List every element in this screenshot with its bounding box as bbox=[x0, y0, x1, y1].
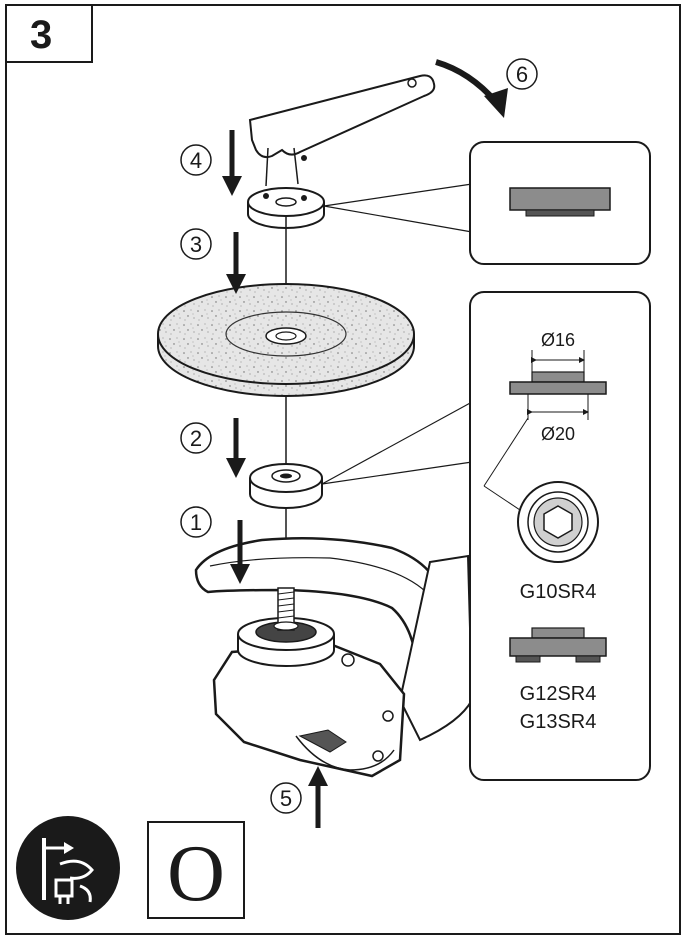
grinder-body bbox=[194, 536, 474, 778]
arrow-step-3 bbox=[226, 232, 246, 294]
arrow-step-5 bbox=[308, 766, 328, 828]
unplug-before-service-icon bbox=[16, 816, 120, 920]
leader-line-washer bbox=[321, 401, 473, 485]
svg-text:4: 4 bbox=[190, 148, 202, 173]
arrow-step-1 bbox=[230, 520, 250, 584]
step-label-4: 4 bbox=[180, 144, 212, 176]
step-label-5: 5 bbox=[270, 782, 302, 814]
rotate-arrowhead-6 bbox=[484, 88, 508, 118]
dimension-outer-diameter: Ø20 bbox=[541, 424, 575, 444]
svg-text:2: 2 bbox=[190, 426, 202, 451]
spanner-wrench bbox=[248, 74, 436, 187]
locknut-detail-box bbox=[469, 141, 651, 265]
dimension-inner-diameter: Ø16 bbox=[541, 330, 575, 350]
leader-line-washer-2 bbox=[321, 461, 473, 485]
svg-text:1: 1 bbox=[190, 510, 202, 535]
power-off-symbol: O bbox=[147, 821, 245, 919]
leader-line-locknut bbox=[323, 183, 473, 207]
wheel-washer bbox=[249, 463, 323, 509]
washer-spec-box: Ø16 Ø20 G10SR4 G12SR4 G13SR4 bbox=[469, 291, 651, 781]
model-label-g10sr4: G10SR4 bbox=[520, 581, 597, 603]
arrow-step-4 bbox=[222, 130, 242, 196]
leader-line-locknut-2 bbox=[323, 205, 473, 233]
svg-text:5: 5 bbox=[280, 786, 292, 811]
step-label-1: 1 bbox=[180, 506, 212, 538]
step-label-6: 6 bbox=[506, 58, 538, 90]
step-label-3: 3 bbox=[180, 228, 212, 260]
washer-side-profile bbox=[509, 627, 607, 663]
panel-number: 3 bbox=[30, 13, 52, 57]
washer-top-view bbox=[517, 481, 599, 563]
arrow-step-2 bbox=[226, 418, 246, 478]
model-label-g13sr4: G13SR4 bbox=[520, 711, 597, 733]
svg-text:3: 3 bbox=[190, 232, 202, 257]
panel-number-tab bbox=[5, 4, 93, 63]
model-label-g12sr4: G12SR4 bbox=[520, 683, 597, 705]
step-label-2: 2 bbox=[180, 422, 212, 454]
grinding-wheel bbox=[157, 283, 415, 397]
svg-text:6: 6 bbox=[516, 62, 528, 87]
svg-text:O: O bbox=[167, 830, 225, 918]
